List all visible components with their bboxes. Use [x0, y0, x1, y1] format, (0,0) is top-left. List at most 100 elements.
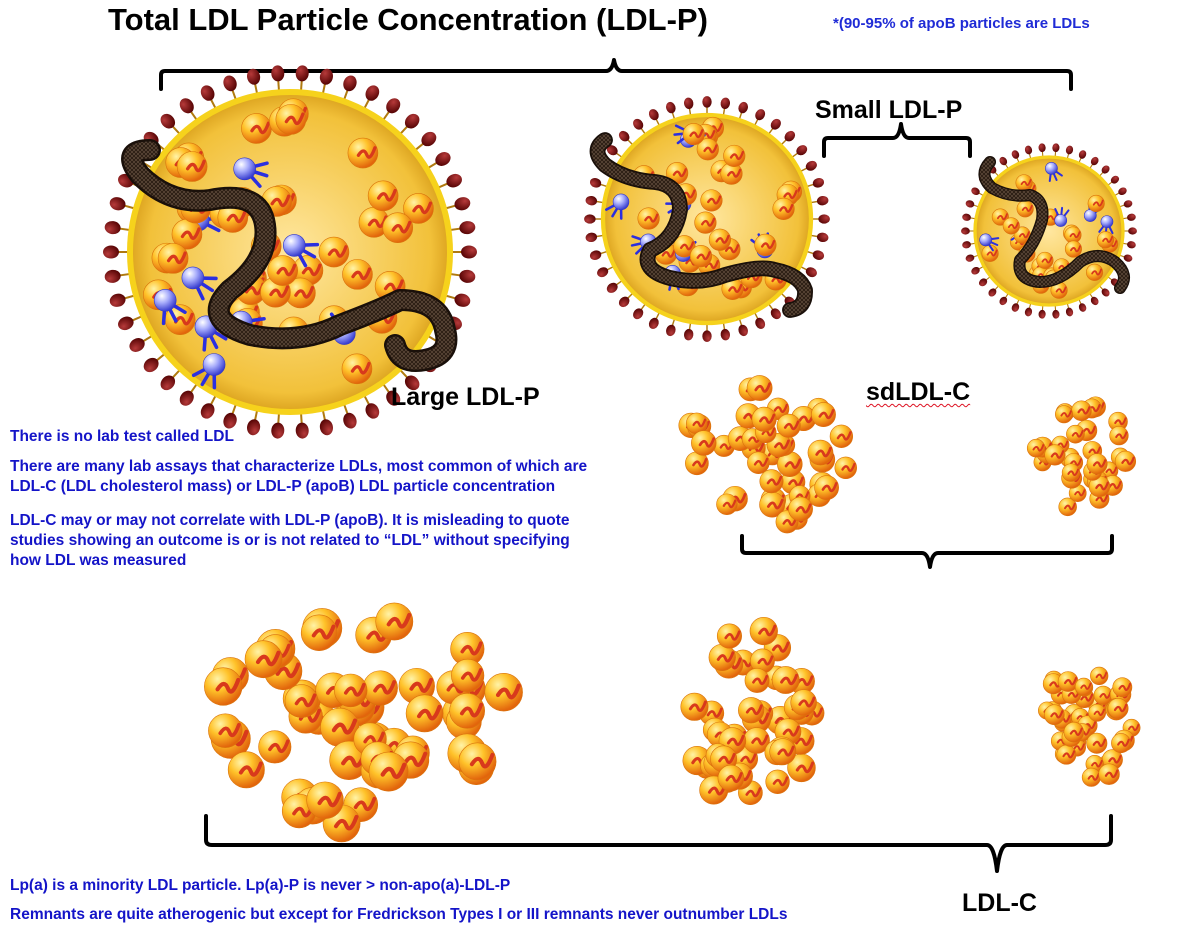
apob-ribbon-texture — [591, 133, 812, 317]
cholesterol-sphere — [484, 673, 523, 712]
cholesterol-sphere — [204, 667, 243, 706]
apob-ribbon-texture — [979, 157, 1129, 293]
cholesterol-sphere — [1108, 411, 1128, 432]
cholesterol-sphere — [176, 151, 208, 182]
cholesterol-sphere — [747, 451, 770, 474]
bracket-small-ldlp — [822, 122, 972, 158]
cholesterol-sphere — [689, 245, 713, 268]
cholesterol-sphere — [320, 707, 360, 747]
diagram-title: Total LDL Particle Concentration (LDL-P) — [108, 2, 708, 37]
cholesterol-sphere — [1057, 671, 1079, 692]
cholesterol-sphere — [217, 202, 249, 233]
cholesterol-sphere — [1056, 744, 1077, 765]
ldl-cholesterol-cluster-small — [1038, 666, 1141, 787]
cholesterol-sphere — [258, 730, 292, 764]
cholesterol-sphere — [834, 456, 857, 480]
cholesterol-sphere — [284, 684, 319, 718]
cholesterol-sphere — [367, 180, 399, 212]
note-correlate-2: studies showing an outcome is or is not … — [10, 532, 570, 549]
cholesteryl-ester-sphere — [233, 157, 269, 188]
cholesterol-sphere — [458, 742, 497, 781]
cholesterol-sphere — [1058, 497, 1077, 517]
cholesterol-sphere — [723, 144, 746, 168]
cholesterol-sphere — [716, 493, 738, 515]
cholesterol-sphere — [1098, 763, 1120, 785]
cholesterol-sphere — [1044, 444, 1066, 466]
medium-ldl-particle — [584, 96, 830, 342]
cholesterol-sphere — [1050, 281, 1068, 299]
cholesterol-sphere — [790, 689, 817, 716]
cholesterol-sphere — [751, 406, 777, 432]
cholesterol-sphere — [267, 255, 298, 286]
cholesterol-sphere — [382, 212, 414, 244]
cholesterol-sphere — [300, 614, 338, 651]
cholesterol-sphere — [694, 211, 717, 234]
ldl-cholesterol-cluster-large — [204, 602, 523, 843]
cholesterol-sphere — [680, 692, 709, 721]
cholesterol-sphere — [1061, 463, 1081, 482]
cholesterol-sphere — [1114, 450, 1137, 472]
note-assays-1: There are many lab assays that character… — [10, 458, 588, 475]
ldl-cholesterol-cluster-medium — [680, 616, 825, 806]
cholesterol-sphere — [685, 412, 708, 435]
cholesterol-sphere — [1036, 251, 1054, 269]
cholesterol-sphere — [696, 138, 719, 161]
cholesterol-sphere — [1088, 703, 1107, 722]
cholesterol-sphere — [708, 643, 736, 672]
cholesterol-sphere — [637, 207, 660, 230]
note-no-lab-test: There is no lab test called LDL — [10, 428, 234, 445]
cholesteryl-ester-sphere — [1054, 206, 1070, 227]
small-ldl-particle — [961, 143, 1137, 319]
cholesteryl-ester-sphere — [153, 289, 187, 326]
cholesterol-sphere — [776, 413, 801, 438]
cholesterol-sphere — [362, 670, 398, 706]
note-lpa: Lp(a) is a minority LDL particle. Lp(a)-… — [10, 877, 511, 894]
cholesterol-sphere — [171, 218, 203, 250]
cholesterol-sphere — [451, 658, 485, 693]
cholesterol-sphere — [1112, 677, 1133, 698]
cholesteryl-ester-sphere — [282, 234, 320, 268]
cholesterol-sphere — [829, 424, 854, 448]
cholesteryl-ester-sphere — [1045, 162, 1063, 182]
large-ldl-particle — [103, 65, 477, 439]
apob-ribbon-texture — [123, 141, 455, 370]
cholesterol-sphere — [746, 375, 773, 401]
cholesterol-sphere — [157, 243, 189, 274]
cholesterol-sphere — [771, 666, 800, 694]
sdldl-c-label: sdLDL-C — [866, 378, 971, 406]
cholesterol-sphere — [708, 228, 731, 251]
sdldl-cholesterol-cluster-medium — [678, 375, 857, 534]
cholesterol-sphere — [1026, 438, 1046, 458]
cholesterol-sphere — [777, 451, 803, 477]
cholesterol-sphere — [347, 137, 379, 169]
cholesterol-sphere — [1074, 677, 1093, 696]
cholesterol-sphere — [1002, 217, 1020, 235]
cholesterol-sphere — [405, 694, 444, 733]
cholesterol-sphere — [811, 402, 836, 428]
cholesterol-sphere — [1086, 453, 1108, 475]
cholesterol-sphere — [1055, 405, 1073, 424]
cholesterol-sphere — [788, 496, 813, 522]
cholesterol-sphere — [341, 353, 373, 385]
cholesterol-sphere — [759, 469, 784, 494]
ldl-c-label: LDL-C — [962, 889, 1037, 917]
phospholipid-shell — [584, 96, 830, 342]
cholesterol-sphere — [738, 697, 765, 724]
bracket-sdldl-c — [740, 534, 1114, 569]
cholesterol-sphere — [1096, 231, 1115, 249]
note-remnants: Remnants are quite atherogenic but excep… — [10, 906, 788, 923]
cholesterol-sphere — [1086, 732, 1108, 754]
cholesterol-sphere — [1109, 426, 1129, 446]
cholesterol-sphere — [306, 781, 344, 819]
cholesterol-sphere — [673, 235, 696, 258]
cholesterol-sphere — [1071, 400, 1092, 421]
cholesterol-sphere — [208, 713, 243, 748]
cholesterol-sphere — [1111, 733, 1131, 754]
cholesterol-sphere — [333, 673, 368, 708]
cholesterol-sphere — [318, 236, 350, 268]
cholesterol-sphere — [368, 751, 409, 792]
note-assays-2: LDL-C (LDL cholesterol mass) or LDL-P (a… — [10, 478, 556, 495]
cholesterol-sphere — [403, 193, 434, 224]
sdldl-cholesterol-cluster-small — [1026, 396, 1137, 517]
